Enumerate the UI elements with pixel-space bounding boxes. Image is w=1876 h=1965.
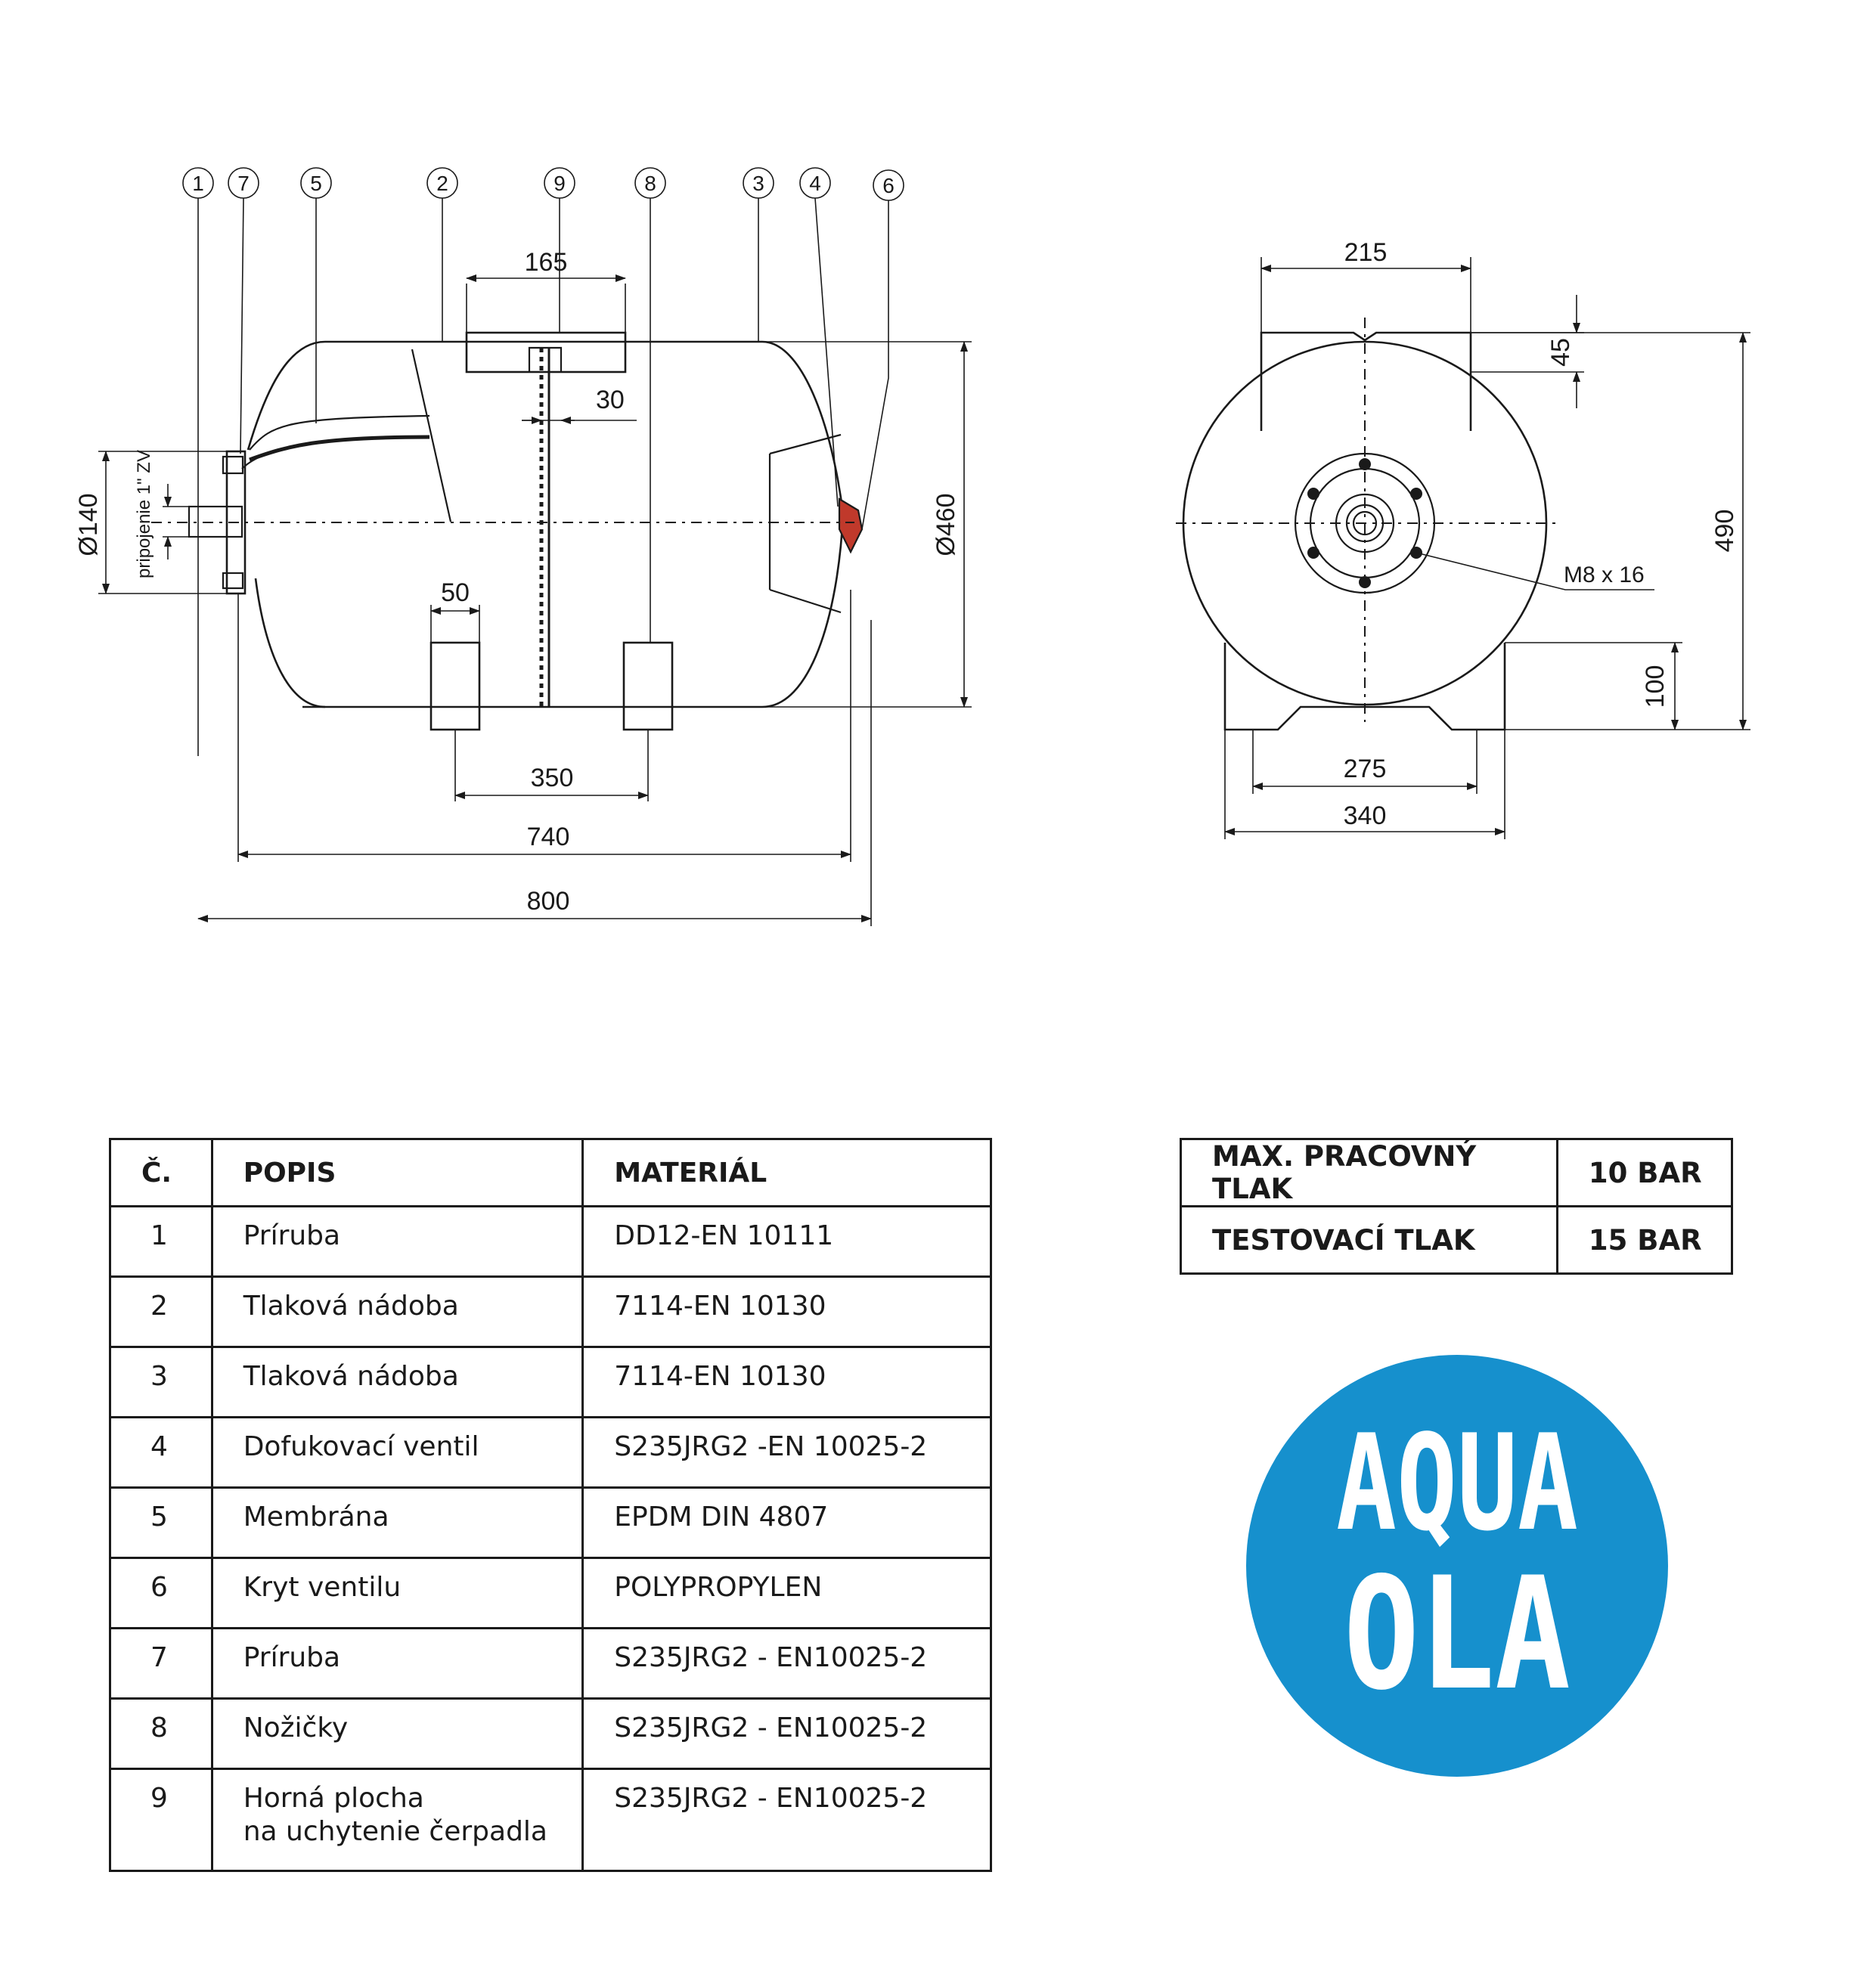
row-number: 7 xyxy=(109,1627,213,1700)
svg-text:275: 275 xyxy=(1344,755,1387,783)
balloons: 1 7 5 2 9 8 3 4 6 xyxy=(182,167,904,756)
row-material: POLYPROPYLEN xyxy=(581,1557,992,1629)
balloon-9: 9 xyxy=(544,167,575,333)
balloon-7: 7 xyxy=(228,167,259,454)
row-material: S235JRG2 -EN 10025-2 xyxy=(581,1416,992,1489)
balloon-1: 1 xyxy=(182,167,214,756)
pressure-value: 15 BAR xyxy=(1555,1205,1734,1275)
table-row: 1 Príruba DD12-EN 10111 xyxy=(109,1205,992,1278)
row-material: 7114-EN 10130 xyxy=(581,1346,992,1418)
svg-text:2: 2 xyxy=(436,172,448,195)
svg-text:3: 3 xyxy=(752,172,764,195)
front-view: 1 7 5 2 9 8 3 4 6 165 30 50 350 xyxy=(74,167,972,926)
row-number: 4 xyxy=(109,1416,213,1489)
balloon-5: 5 xyxy=(300,167,332,423)
svg-text:50: 50 xyxy=(441,578,470,607)
balloon-2: 2 xyxy=(426,167,458,342)
row-description: Príruba xyxy=(210,1205,585,1278)
svg-text:4: 4 xyxy=(809,172,821,195)
svg-text:800: 800 xyxy=(527,887,570,916)
svg-text:6: 6 xyxy=(882,174,895,197)
svg-text:45: 45 xyxy=(1546,338,1575,367)
row-material: S235JRG2 - EN10025-2 xyxy=(581,1697,992,1770)
technical-drawing: 1 7 5 2 9 8 3 4 6 165 30 50 350 xyxy=(74,167,1750,926)
row-description: Tlaková nádoba xyxy=(210,1346,585,1418)
svg-text:215: 215 xyxy=(1344,238,1388,267)
logo-line-2: OLA xyxy=(1344,1545,1571,1725)
row-description: Dofukovací ventil xyxy=(210,1416,585,1489)
parts-table: Č. POPIS MATERIÁL 1 Príruba DD12-EN 1011… xyxy=(109,1138,992,1872)
svg-text:7: 7 xyxy=(237,172,250,195)
pressure-label: TESTOVACÍ TLAK xyxy=(1180,1205,1558,1275)
balloon-4: 4 xyxy=(799,167,839,507)
side-dimensions: 215 45 490 M8 x 16 100 275 340 xyxy=(1224,238,1750,839)
row-description: Kryt ventilu xyxy=(210,1557,585,1629)
svg-text:740: 740 xyxy=(527,823,570,851)
row-description: Tlaková nádoba xyxy=(210,1275,585,1348)
front-dimensions: 165 30 50 350 740 800 Ø460 Ø140 xyxy=(74,248,972,926)
row-material: EPDM DIN 4807 xyxy=(581,1486,992,1559)
table-row: 5 Membrána EPDM DIN 4807 xyxy=(109,1486,992,1559)
svg-text:100: 100 xyxy=(1641,665,1670,708)
svg-text:490: 490 xyxy=(1710,510,1739,553)
side-view: 215 45 490 M8 x 16 100 275 340 xyxy=(1176,238,1750,839)
row-number: 2 xyxy=(109,1275,213,1348)
row-description-line2: na uchytenie čerpadla xyxy=(243,1816,547,1847)
header-number: Č. xyxy=(109,1138,213,1207)
header-description: POPIS xyxy=(210,1138,585,1207)
row-number: 1 xyxy=(109,1205,213,1278)
row-description: Príruba xyxy=(210,1627,585,1700)
balloon-6: 6 xyxy=(861,169,904,530)
pressure-table: MAX. PRACOVNÝ TLAK 10 BAR TESTOVACÍ TLAK… xyxy=(1180,1138,1734,1275)
svg-text:pripojenie 1" ZV: pripojenie 1" ZV xyxy=(134,450,154,578)
parts-table-header: Č. POPIS MATERIÁL xyxy=(109,1138,992,1207)
table-row: 6 Kryt ventilu POLYPROPYLEN xyxy=(109,1557,992,1629)
balloon-8: 8 xyxy=(634,167,666,643)
row-material: DD12-EN 10111 xyxy=(581,1205,992,1278)
svg-text:350: 350 xyxy=(531,764,574,792)
svg-text:30: 30 xyxy=(596,386,625,414)
pressure-row: MAX. PRACOVNÝ TLAK 10 BAR xyxy=(1180,1138,1734,1207)
pressure-label: MAX. PRACOVNÝ TLAK xyxy=(1180,1138,1558,1207)
row-number: 9 xyxy=(109,1768,213,1872)
header-material: MATERIÁL xyxy=(581,1138,992,1207)
table-row: 2 Tlaková nádoba 7114-EN 10130 xyxy=(109,1275,992,1348)
table-row: 7 Príruba S235JRG2 - EN10025-2 xyxy=(109,1627,992,1700)
logo-line-1: AQUA xyxy=(1336,1407,1578,1561)
row-description: Nožičky xyxy=(210,1697,585,1770)
table-row: 4 Dofukovací ventil S235JRG2 -EN 10025-2 xyxy=(109,1416,992,1489)
pressure-value: 10 BAR xyxy=(1555,1138,1734,1207)
table-row: 8 Nožičky S235JRG2 - EN10025-2 xyxy=(109,1697,992,1770)
svg-text:165: 165 xyxy=(525,248,568,277)
row-material: 7114-EN 10130 xyxy=(581,1275,992,1348)
row-number: 5 xyxy=(109,1486,213,1559)
svg-text:5: 5 xyxy=(310,172,322,195)
svg-text:1: 1 xyxy=(192,172,204,195)
row-description: Horná plocha na uchytenie čerpadla xyxy=(210,1768,585,1872)
svg-text:8: 8 xyxy=(644,172,656,195)
row-material: S235JRG2 - EN10025-2 xyxy=(581,1627,992,1700)
svg-text:340: 340 xyxy=(1344,801,1387,830)
svg-text:M8 x 16: M8 x 16 xyxy=(1564,563,1645,587)
pressure-row: TESTOVACÍ TLAK 15 BAR xyxy=(1180,1205,1734,1275)
table-row: 3 Tlaková nádoba 7114-EN 10130 xyxy=(109,1346,992,1418)
logo-text: AQUA OLA xyxy=(1336,1407,1578,1725)
aqua-ola-logo: AQUA OLA xyxy=(1246,1355,1668,1777)
row-number: 8 xyxy=(109,1697,213,1770)
row-description-line1: Horná plocha xyxy=(243,1783,424,1814)
row-number: 3 xyxy=(109,1346,213,1418)
row-description: Membrána xyxy=(210,1486,585,1559)
table-row: 9 Horná plocha na uchytenie čerpadla S23… xyxy=(109,1768,992,1872)
row-material: S235JRG2 - EN10025-2 xyxy=(581,1768,992,1872)
balloon-3: 3 xyxy=(743,167,774,342)
svg-text:Ø460: Ø460 xyxy=(932,493,960,556)
svg-text:Ø140: Ø140 xyxy=(74,493,103,556)
svg-text:9: 9 xyxy=(553,172,566,195)
row-number: 6 xyxy=(109,1557,213,1629)
